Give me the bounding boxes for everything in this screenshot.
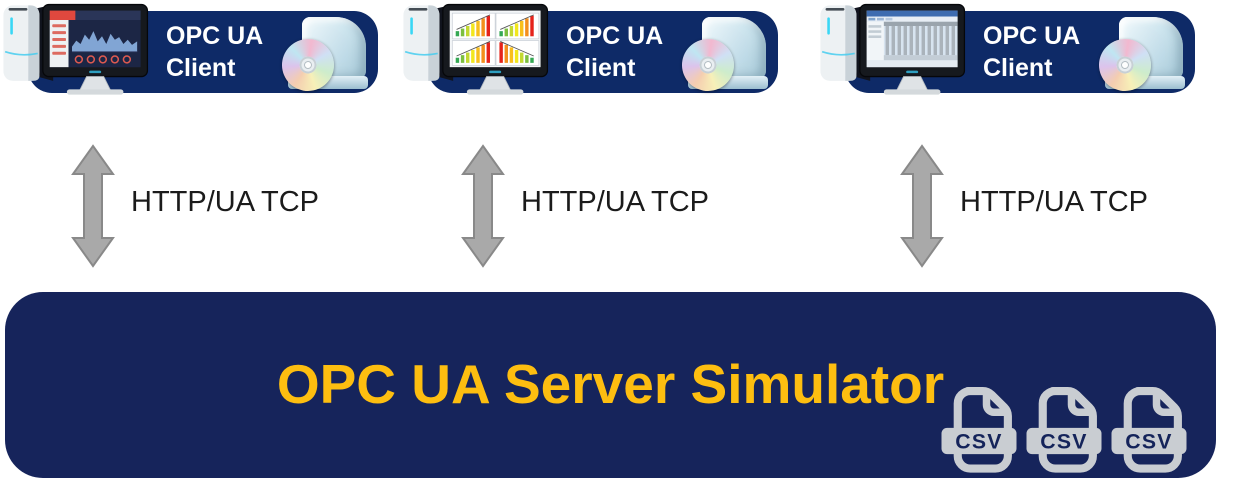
client-label-line2: Client — [983, 54, 1053, 82]
client-label-line2: Client — [566, 54, 636, 82]
protocol-label: HTTP/UA TCP — [960, 186, 1148, 218]
desktop-computer-icon — [3, 3, 149, 95]
client-label: OPC UA Client — [983, 11, 1080, 93]
double-headed-arrow-icon — [461, 144, 505, 268]
csv-file-icon: CSV — [941, 386, 1017, 473]
software-box-cd-icon — [277, 17, 368, 96]
desktop-computer-icon — [403, 3, 549, 95]
double-headed-arrow-icon — [900, 144, 944, 268]
client-label-line1: OPC UA — [983, 22, 1081, 50]
software-box-cd-icon — [1094, 17, 1185, 96]
link-client2-server: HTTP/UA TCP — [461, 144, 791, 270]
csv-file-label: CSV — [955, 430, 1002, 454]
client-label-line1: OPC UA — [166, 22, 264, 50]
server-title: OPC UA Server Simulator — [276, 353, 945, 415]
link-client1-server: HTTP/UA TCP — [71, 144, 401, 270]
protocol-label: HTTP/UA TCP — [521, 186, 709, 218]
software-box — [302, 17, 366, 79]
client-label: OPC UA Client — [166, 11, 263, 93]
opc-ua-client-node-1: OPC UA Client — [3, 0, 378, 112]
client-label-line1: OPC UA — [566, 22, 664, 50]
client-label-line2: Client — [166, 54, 236, 82]
csv-file-label: CSV — [1040, 430, 1087, 454]
client-label: OPC UA Client — [566, 11, 663, 93]
link-client3-server: HTTP/UA TCP — [900, 144, 1230, 270]
opc-ua-client-node-2: OPC UA Client — [403, 0, 778, 112]
csv-file-icon: CSV — [1111, 386, 1187, 473]
opc-ua-server-node: OPC UA Server Simulator CSV CSV CSV — [5, 292, 1216, 478]
double-headed-arrow-icon — [71, 144, 115, 268]
software-box-cd-icon — [677, 17, 768, 96]
csv-file-group: CSV CSV CSV — [940, 386, 1188, 476]
csv-file-label: CSV — [1125, 430, 1172, 454]
csv-file-icon: CSV — [1026, 386, 1102, 473]
opc-ua-client-node-3: OPC UA Client — [820, 0, 1195, 112]
desktop-computer-icon — [820, 3, 966, 95]
protocol-label: HTTP/UA TCP — [131, 186, 319, 218]
